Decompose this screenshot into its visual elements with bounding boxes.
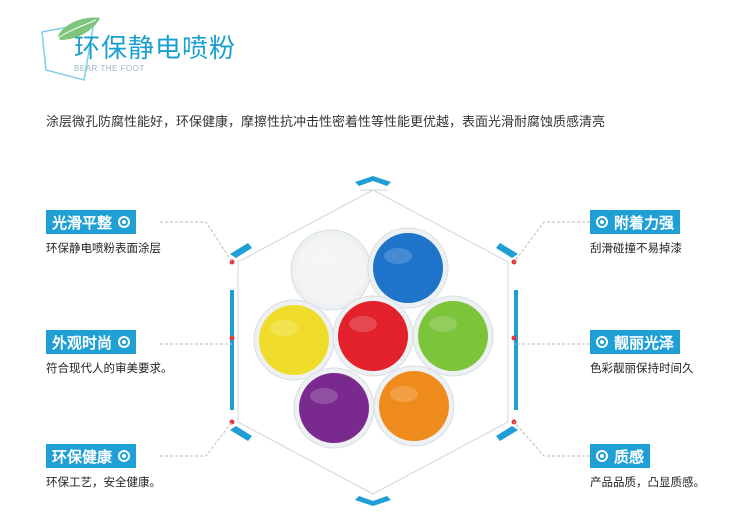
feature-gloss: 靓丽光泽 色彩靓丽保持时间久	[590, 330, 694, 376]
logo-leaf-icon	[41, 17, 100, 81]
powder-cup-white	[290, 229, 372, 311]
powder-cup-red	[332, 295, 414, 377]
target-icon	[118, 450, 131, 462]
page-title: 环保静电喷粉	[74, 34, 237, 64]
feature-caption: 刮滑碰撞不易掉漆	[590, 241, 682, 255]
feature-adhesion: 附着力强 刮滑碰撞不易掉漆	[590, 210, 682, 256]
powder-cup-blue	[367, 227, 449, 309]
feature-caption: 符合现代人的审美要求。	[46, 361, 173, 375]
feature-smooth: 光滑平整 环保静电喷粉表面涂层	[46, 210, 161, 256]
page-subtitle: BEAR THE FOOT	[74, 64, 145, 73]
feature-title: 外观时尚	[52, 333, 113, 352]
target-icon	[596, 216, 608, 228]
feature-caption: 色彩靓丽保持时间久	[590, 361, 694, 375]
powder-cup-orange	[373, 365, 455, 447]
leader-lines	[160, 221, 590, 457]
feature-title: 光滑平整	[52, 213, 113, 232]
powder-cup-green	[412, 295, 494, 377]
hexagon-accents	[230, 176, 518, 506]
description-text: 涂层微孔防腐性能好，环保健康，摩擦性抗冲击性密着性等性能更优越，表面光滑耐腐蚀质…	[46, 115, 606, 130]
target-icon	[118, 216, 131, 228]
feature-title: 质感	[614, 447, 645, 466]
junction-dots	[229, 259, 517, 425]
feature-caption: 环保工艺，安全健康。	[46, 475, 161, 489]
feature-texture: 质感 产品品质，凸显质感。	[590, 444, 705, 490]
feature-title: 靓丽光泽	[614, 333, 675, 352]
feature-fashion: 外观时尚 符合现代人的审美要求。	[46, 330, 173, 376]
feature-caption: 环保静电喷粉表面涂层	[46, 241, 161, 255]
target-icon	[118, 336, 131, 348]
powder-cup-purple	[293, 367, 375, 449]
target-icon	[596, 450, 608, 462]
powder-cup-yellow	[253, 299, 335, 381]
feature-caption: 产品品质，凸显质感。	[590, 475, 705, 489]
feature-title: 附着力强	[614, 213, 675, 232]
feature-title: 环保健康	[52, 447, 113, 466]
target-icon	[596, 336, 608, 348]
feature-eco: 环保健康 环保工艺，安全健康。	[46, 444, 161, 490]
